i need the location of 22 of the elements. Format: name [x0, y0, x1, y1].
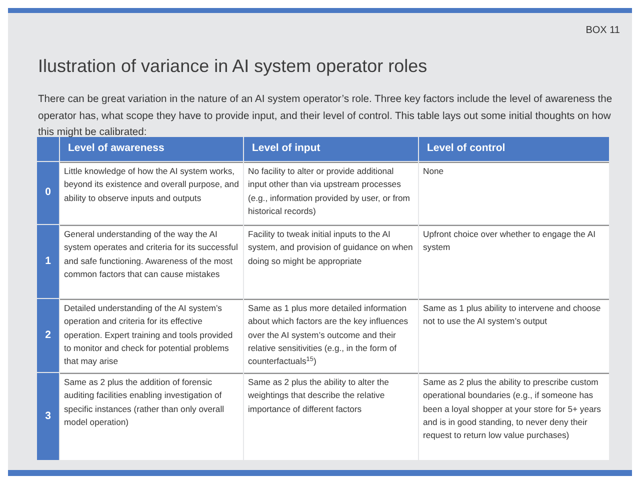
box-number: BOX 11: [586, 24, 620, 38]
table-cell: Same as 1 plus more detailed information about which factors are the key influences over the AI system’s outcome and their relative sensitivities (e.g., in the form of counterfactuals$^{15}$): [244, 299, 418, 372]
table-cell: None: [419, 162, 609, 224]
column-header: Level of input: [244, 137, 418, 161]
row-level-cell: 1: [37, 225, 59, 298]
table-cell: Same as 1 plus ability to intervene and choose not to use the AI system’s output: [419, 299, 609, 372]
table-cell: General understanding of the way the AI system operates and criteria for its successful and safe functioning. Awareness of the most common factors that can cause mistakes: [60, 225, 243, 298]
row-level-cell: 3: [37, 373, 59, 460]
intro-paragraph: There can be great variation in the nature of an AI system operator’s role. Three key factors include the level of awareness the operator has, what scope they have to provide input, and their level of control. This table lays out some initial thoughts on how this might be calibrated:: [38, 93, 614, 140]
column-header: Level of control: [419, 137, 609, 161]
title: Ilustration of variance in AI system operator roles: [38, 55, 428, 78]
row-level-cell: 2: [37, 299, 59, 372]
table-cell: No facility to alter or provide additional input other than via upstream processes (e.g., information provided by user, or from historical records): [244, 162, 418, 224]
table-cell: Upfront choice over whether to engage the AI system: [419, 225, 609, 298]
table-cell: Same as 2 plus the addition of forensic auditing facilities enabling investigation of specific instances (rather than only overall model operation): [60, 373, 243, 460]
table-cell: Facility to tweak initial inputs to the AI system, and provision of guidance on when doing so might be appropriate: [244, 225, 418, 298]
table-cell: Little knowledge of how the AI system works, beyond its existence and overall purpose, and ability to observe inputs and outputs: [60, 162, 243, 224]
table-cell: Same as 2 plus the ability to prescribe custom operational boundaries (e.g., if someone has been a loyal shopper at your store for 5+ years and is in good standing, to never deny their request to return low value purchases): [419, 373, 609, 460]
table-cell: Same as 2 plus the ability to alter the weightings that describe the relative importance of different factors: [244, 373, 418, 460]
column-header: Level of awareness: [60, 137, 243, 161]
table-cell: Detailed understanding of the AI system’s operation and criteria for its effective operation. Expert training and tools provided to monitor and check for potential problems that may arise: [60, 299, 243, 372]
row-level-cell: 0: [37, 162, 59, 224]
